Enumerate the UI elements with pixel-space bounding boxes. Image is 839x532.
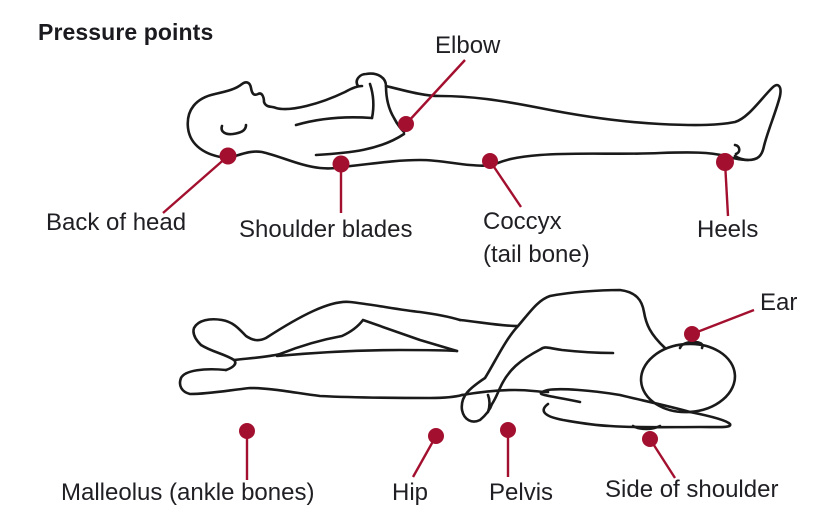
- label-heels: Heels: [697, 216, 759, 243]
- label-coccyx-subtitle: (tail bone): [483, 241, 590, 268]
- label-malleolus: Malleolus (ankle bones): [61, 479, 315, 506]
- supine-figure: [162, 59, 782, 217]
- label-shoulder-blades: Shoulder blades: [239, 216, 413, 243]
- side-lying-figure: [178, 288, 755, 480]
- label-side-of-shoulder: Side of shoulder: [605, 476, 779, 503]
- label-pelvis: Pelvis: [489, 479, 554, 506]
- label-elbow: Elbow: [435, 32, 501, 59]
- label-ear: Ear: [760, 289, 798, 316]
- label-back-of-head: Back of head: [46, 209, 187, 236]
- label-coccyx: Coccyx: [483, 208, 562, 235]
- diagram-title: Pressure points: [38, 19, 214, 45]
- label-hip: Hip: [392, 479, 429, 506]
